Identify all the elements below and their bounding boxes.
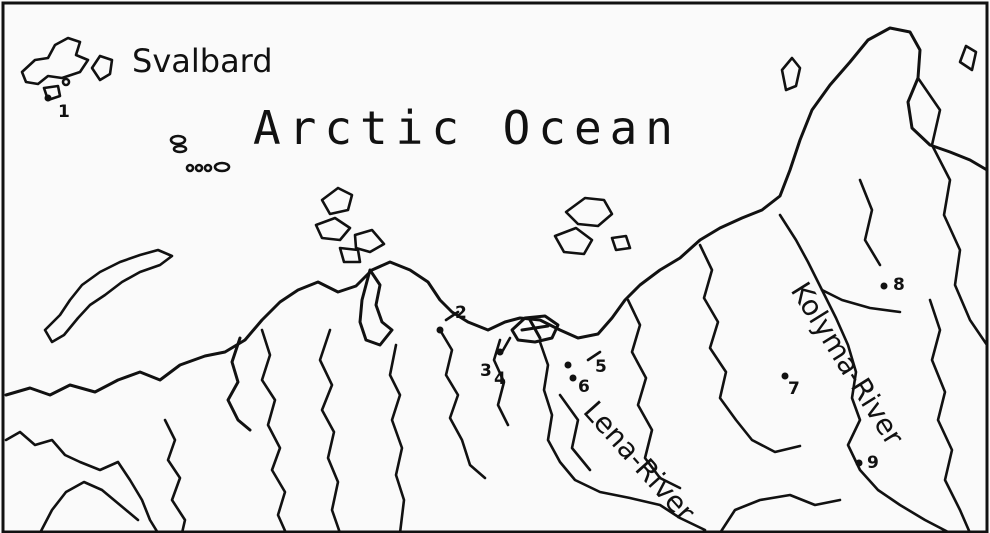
river-east-1 — [916, 76, 989, 347]
river-west-2 — [38, 480, 140, 533]
site-8-marker — [880, 282, 888, 290]
river-lena-branch — [558, 393, 592, 472]
river-khatanga — [438, 328, 487, 480]
site-9-marker — [855, 459, 863, 467]
river-kolyma — [778, 213, 952, 533]
ocean-label: Arctic Ocean — [253, 101, 673, 155]
river-yenisei — [260, 328, 288, 533]
river-west-1 — [4, 430, 160, 533]
river-mid-2 — [388, 343, 406, 533]
site-9-label: 9 — [867, 453, 879, 473]
site-markers — [44, 94, 888, 467]
river-east-2 — [928, 298, 972, 533]
site-3-label: 3 — [480, 361, 492, 381]
river-kolyma-branch — [820, 288, 902, 314]
site-7-label: 7 — [788, 379, 800, 399]
river-anabar — [492, 338, 510, 427]
mainland-coast — [4, 26, 989, 397]
novaya-zemlya — [43, 248, 174, 344]
river-ob — [163, 418, 187, 533]
river-indigirka — [698, 243, 802, 454]
wrangel-island — [780, 56, 802, 92]
taimyr-coast — [358, 268, 394, 347]
site-5-marker — [564, 361, 572, 369]
river-lena — [538, 340, 707, 532]
svalbard-label: Svalbard — [132, 42, 273, 80]
site-6-marker — [569, 374, 577, 382]
site-1-label: 1 — [58, 102, 70, 122]
small-islands — [169, 134, 231, 173]
lena-river-label: Lena-River — [577, 395, 702, 529]
site-2-marker — [436, 326, 444, 334]
site-1-marker — [44, 94, 52, 102]
site-2-label: 2 — [455, 303, 467, 323]
new-siberian-islands — [553, 196, 632, 256]
ne-island — [958, 44, 978, 72]
severnaya-zemlya — [314, 186, 386, 264]
river-east-3 — [858, 178, 882, 267]
lena-delta — [510, 314, 560, 344]
site-4-label: 4 — [494, 369, 506, 389]
river-yana — [626, 298, 682, 490]
river-south-1 — [718, 493, 842, 533]
site-8-label: 8 — [893, 275, 905, 295]
yamal-coast — [226, 336, 252, 432]
site-7-marker — [781, 372, 789, 380]
site-5-label: 5 — [595, 357, 607, 377]
river-mid-1 — [318, 328, 342, 533]
site-6-label: 6 — [578, 377, 590, 397]
svalbard-islands — [20, 36, 114, 102]
